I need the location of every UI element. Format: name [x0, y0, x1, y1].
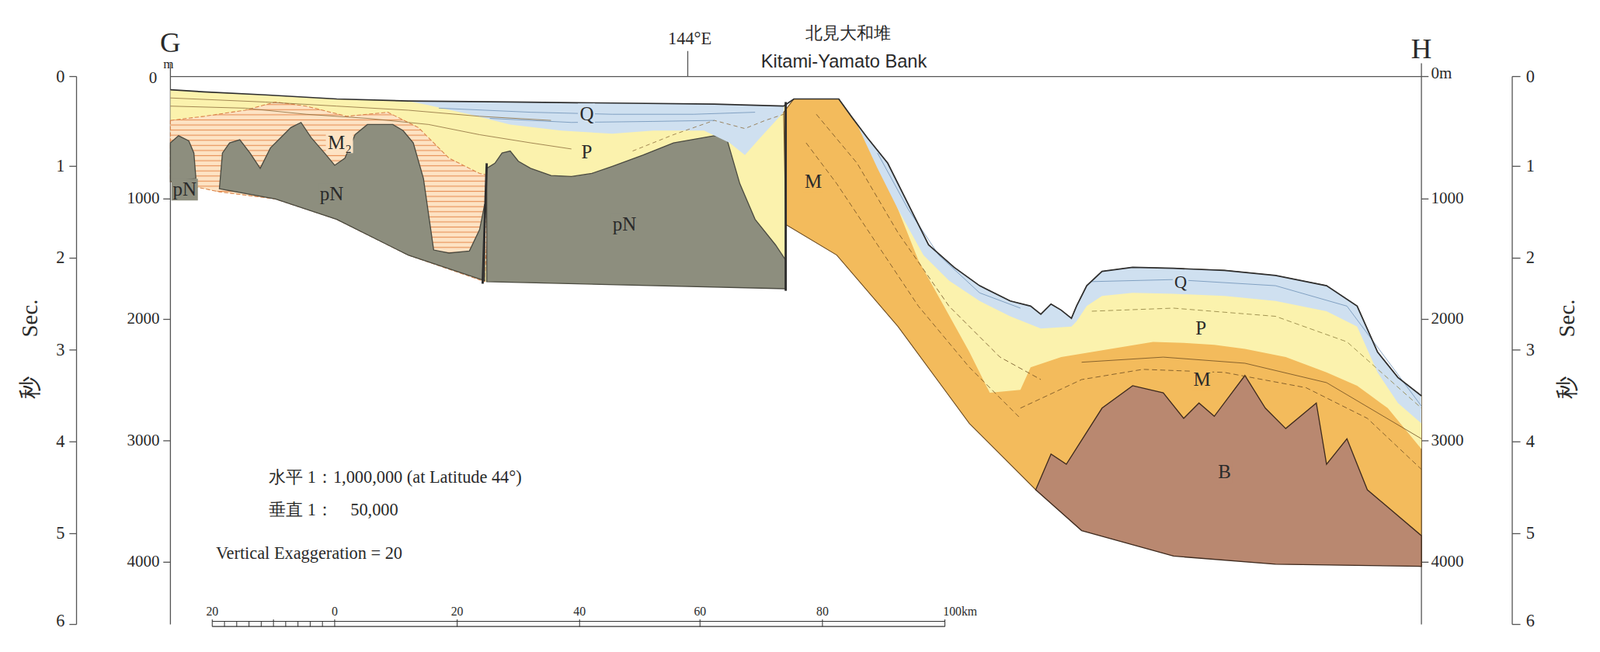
axes: [69, 51, 1520, 626]
scale-tick: 20: [449, 605, 466, 620]
end-letter: H: [1409, 33, 1434, 65]
scale-tick: 40: [571, 605, 588, 620]
unit-label: pN: [318, 183, 346, 205]
time-tick: 3: [1524, 340, 1537, 360]
time-tick: 5: [54, 524, 67, 544]
unit-label: M: [1192, 368, 1213, 390]
scale-tick: 100km: [941, 605, 979, 620]
pliocene-layer: [170, 90, 786, 289]
depth-tick: 0m: [1429, 64, 1454, 83]
depth-tick: 1000: [1429, 190, 1466, 209]
depth-tick: 4000: [1429, 553, 1466, 571]
axis-title: Sec.: [1554, 297, 1580, 339]
unit-label: pN: [611, 213, 639, 235]
unit-label: M₂: [326, 132, 354, 154]
depth-tick: 3000: [125, 431, 162, 450]
scale-note: 垂直 1： 50,000: [267, 500, 400, 521]
axis-title: 秒: [18, 375, 44, 401]
time-tick: 0: [54, 66, 67, 87]
pre-neogene-basement: [219, 122, 485, 282]
time-tick: 0: [1524, 66, 1537, 87]
scale-tick: 0: [330, 605, 340, 620]
time-tick: 1: [54, 156, 67, 177]
pre-neogene-basement: [170, 135, 196, 182]
place-name: Kitami-Yamato Bank: [759, 51, 929, 72]
axis-title: Sec.: [18, 297, 44, 339]
scale-note: 水平 1：1,000,000 (at Latitude 44°): [267, 468, 523, 488]
quaternary-layer: [408, 100, 784, 156]
basement-rock: [1035, 375, 1422, 567]
axis-title: 秒: [1554, 375, 1580, 401]
time-tick: 2: [1524, 248, 1537, 268]
place-name: 北見大和堆: [803, 24, 893, 44]
unit-label: P: [1193, 317, 1208, 339]
unit-label: pN: [171, 179, 199, 201]
quaternary-layer: [852, 117, 1422, 424]
depth-tick: 2000: [1429, 310, 1466, 329]
time-tick: 4: [1524, 432, 1537, 453]
longitude-label: 144°E: [666, 29, 714, 49]
unit-label: Q: [577, 103, 595, 125]
time-tick: 6: [54, 612, 67, 632]
depth-tick: 4000: [125, 553, 162, 571]
bedding-lines: [806, 114, 1422, 470]
unit-label: M: [803, 170, 824, 192]
depth-tick: 0: [147, 69, 160, 88]
axis-unit: m: [161, 56, 175, 72]
m2-layer: [170, 101, 490, 282]
scale-tick: 60: [692, 605, 708, 620]
end-letter: G: [158, 27, 183, 59]
pre-neogene-basement: [486, 135, 787, 289]
scale-note: Vertical Exaggeration = 20: [214, 544, 404, 564]
unit-label: P: [579, 141, 594, 163]
scale-tick: 80: [814, 605, 831, 620]
seafloor-and-faults: [170, 90, 1422, 397]
time-tick: 5: [1524, 524, 1537, 544]
depth-tick: 2000: [125, 310, 162, 329]
scale-tick: 20: [204, 605, 220, 620]
time-tick: 3: [54, 340, 67, 360]
unit-label: B: [1216, 462, 1233, 484]
depth-tick: 3000: [1429, 431, 1466, 450]
time-tick: 1: [1524, 156, 1537, 177]
time-tick: 4: [54, 432, 67, 453]
time-tick: 6: [1524, 612, 1537, 632]
depth-tick: 1000: [125, 190, 162, 209]
time-tick: 2: [54, 248, 67, 268]
scale-bar: [212, 619, 945, 627]
unit-label: Q: [1172, 273, 1189, 293]
bedding-lines: [170, 97, 784, 151]
miocene-layer: [783, 99, 1422, 567]
